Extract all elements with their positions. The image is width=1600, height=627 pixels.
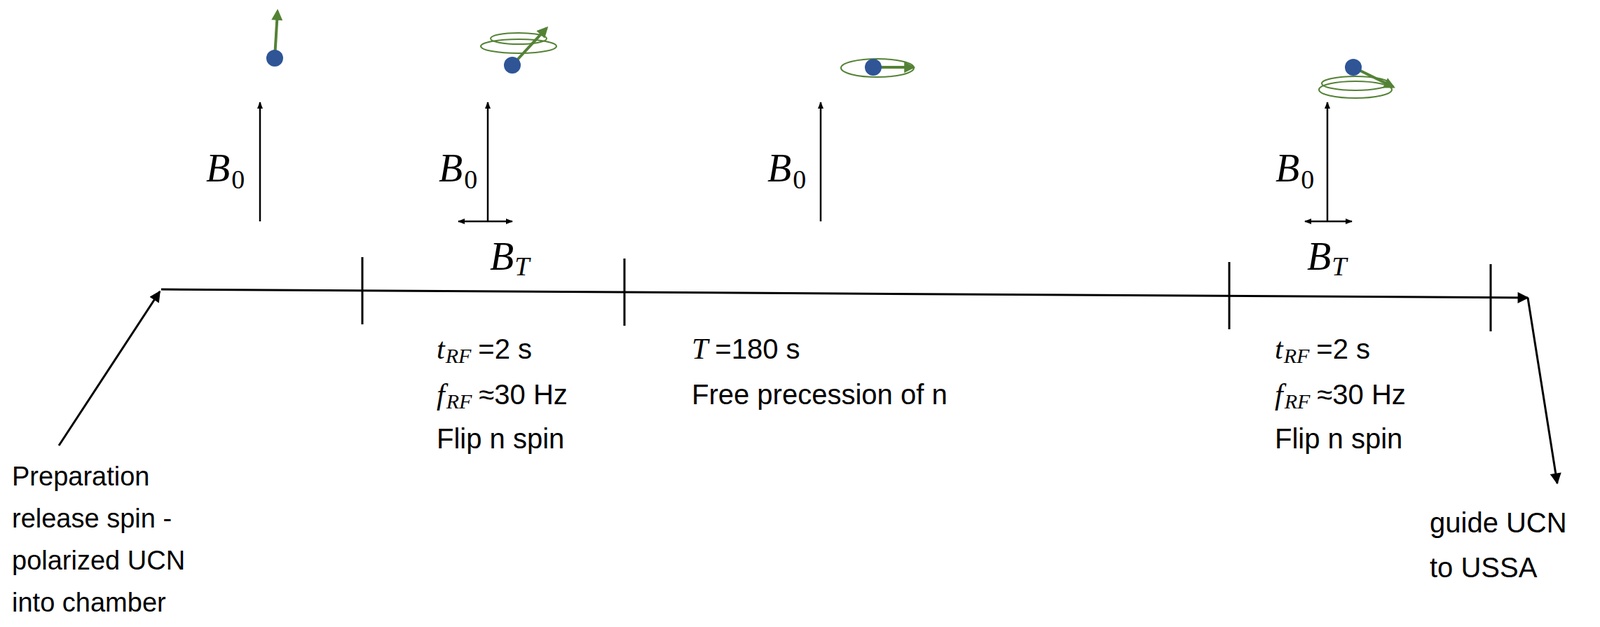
field-symbol: B: [489, 236, 514, 277]
exit-arrow: [1527, 297, 1558, 484]
field-subscript: T: [514, 253, 530, 280]
parameter-value: =180 s: [714, 334, 800, 364]
field-subscript: 0: [792, 166, 806, 193]
spin-icon: [480, 28, 557, 74]
time-axis: [161, 289, 1528, 298]
parameter-value: ≈30 Hz: [478, 380, 567, 409]
field-subscript: T: [1331, 253, 1347, 280]
symbol-subscript: RF: [445, 345, 472, 367]
field-subscript: 0: [1300, 166, 1315, 193]
field-symbol: B: [438, 148, 463, 188]
field-subscript: 0: [463, 166, 478, 193]
time-symbol: T: [691, 334, 708, 364]
field-subscript: 0: [231, 166, 245, 193]
parameter-value: ≈30 Hz: [1316, 380, 1406, 409]
step-note: Flip n spin: [436, 424, 565, 453]
step-note: Free precession of n: [691, 380, 948, 409]
step-note: Flip n spin: [1274, 424, 1403, 453]
frequency-symbol: f: [436, 379, 446, 410]
frequency-symbol: f: [1274, 379, 1284, 410]
symbol-subscript: RF: [446, 391, 473, 413]
field-symbol: B: [767, 148, 792, 188]
field-symbol: B: [206, 148, 230, 188]
oscillating-field-arrows: [458, 220, 1352, 223]
spin-icon: [1318, 58, 1394, 99]
parameter-value: =2 s: [1316, 334, 1371, 364]
start-note: Preparation release spin -polarized UCN …: [11, 455, 223, 624]
field-symbol: B: [1275, 148, 1300, 188]
symbol-subscript: RF: [1283, 345, 1310, 367]
spin-icon: [840, 58, 914, 78]
parameter-value: =2 s: [477, 334, 532, 364]
spin-icon: [266, 11, 284, 67]
field-symbol: B: [1307, 236, 1331, 277]
symbol-subscript: RF: [1284, 391, 1311, 413]
time-symbol: t: [436, 334, 446, 364]
time-symbol: t: [1274, 334, 1284, 364]
field-arrows: [260, 102, 1328, 222]
entry-arrow: [58, 291, 160, 446]
end-note: guide UCN to USSA: [1429, 500, 1588, 591]
